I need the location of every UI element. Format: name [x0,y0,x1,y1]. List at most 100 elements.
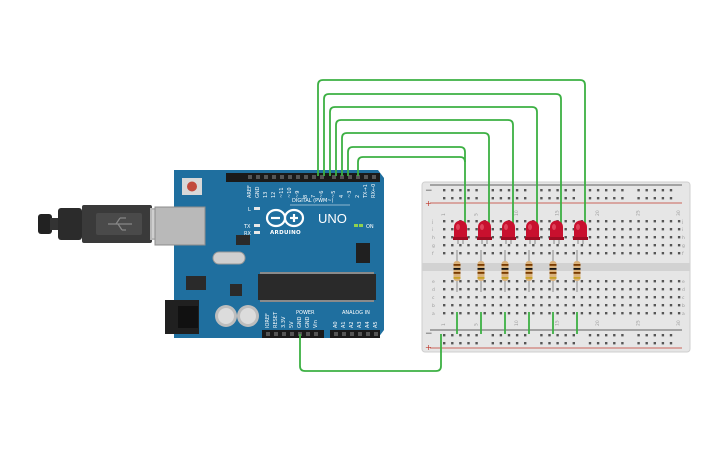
bb-hole[interactable] [459,288,462,291]
bb-hole[interactable] [564,312,567,315]
bb-hole[interactable] [515,220,519,223]
bb-hole[interactable] [515,304,519,307]
bb-hole[interactable] [596,280,600,283]
bb-hole[interactable] [580,280,584,283]
pin-hole[interactable] [372,175,376,179]
bb-hole[interactable] [515,280,519,283]
pin-hole[interactable] [248,175,252,179]
bb-hole[interactable] [540,280,543,283]
resistor[interactable] [501,250,509,292]
bb-hole[interactable] [459,312,462,315]
led[interactable] [573,220,588,245]
bb-hole[interactable] [467,334,470,337]
bb-hole[interactable] [621,197,624,200]
bb-hole[interactable] [661,189,665,192]
pin-hole[interactable] [348,175,352,179]
bb-hole[interactable] [669,220,673,223]
bb-hole[interactable] [645,252,648,255]
resistor[interactable] [573,250,581,292]
bb-hole[interactable] [653,228,656,231]
bb-hole[interactable] [596,304,600,307]
bb-hole[interactable] [564,252,567,255]
pin-hole[interactable] [282,332,286,336]
bb-hole[interactable] [572,189,575,192]
pin-hole[interactable] [366,332,370,336]
bb-hole[interactable] [677,252,681,255]
bb-hole[interactable] [475,312,478,315]
bb-hole[interactable] [588,334,592,337]
bb-hole[interactable] [515,252,519,255]
bb-hole[interactable] [443,252,446,255]
bb-hole[interactable] [459,334,462,337]
bb-hole[interactable] [524,228,527,231]
bb-hole[interactable] [491,244,494,247]
bb-hole[interactable] [532,280,535,283]
bb-hole[interactable] [653,342,656,345]
pin-hole[interactable] [266,332,270,336]
bb-hole[interactable] [653,252,656,255]
bb-hole[interactable] [588,312,592,315]
bb-hole[interactable] [677,296,681,299]
bb-hole[interactable] [475,244,478,247]
bb-hole[interactable] [491,280,494,283]
pin-hole[interactable] [340,175,344,179]
bb-hole[interactable] [467,342,470,345]
bb-hole[interactable] [515,244,519,247]
bb-hole[interactable] [588,252,592,255]
bb-hole[interactable] [677,304,681,307]
bb-hole[interactable] [613,244,616,247]
bb-hole[interactable] [572,296,575,299]
bb-hole[interactable] [483,280,486,283]
bb-hole[interactable] [548,220,551,223]
bb-hole[interactable] [613,252,616,255]
bb-hole[interactable] [613,228,616,231]
bb-hole[interactable] [605,220,608,223]
bb-hole[interactable] [661,244,665,247]
bb-hole[interactable] [637,236,640,239]
bb-hole[interactable] [637,304,640,307]
bb-hole[interactable] [475,236,478,239]
pin-hole[interactable] [356,175,360,179]
bb-hole[interactable] [645,220,648,223]
bb-hole[interactable] [588,342,592,345]
bb-hole[interactable] [451,197,454,200]
bb-hole[interactable] [556,252,559,255]
bb-hole[interactable] [629,296,632,299]
bb-hole[interactable] [661,220,665,223]
bb-hole[interactable] [572,228,575,231]
bb-hole[interactable] [483,312,486,315]
bb-hole[interactable] [475,342,478,345]
bb-hole[interactable] [524,280,527,283]
bb-hole[interactable] [564,280,567,283]
pin-hole[interactable] [288,175,292,179]
bb-hole[interactable] [443,312,446,315]
bb-hole[interactable] [645,189,648,192]
bb-hole[interactable] [580,296,584,299]
bb-hole[interactable] [515,236,519,239]
bb-hole[interactable] [613,304,616,307]
bb-hole[interactable] [556,304,559,307]
bb-hole[interactable] [572,288,575,291]
bb-hole[interactable] [653,244,656,247]
bb-hole[interactable] [507,296,511,299]
bb-hole[interactable] [572,252,575,255]
bb-hole[interactable] [491,252,494,255]
bb-hole[interactable] [556,280,559,283]
bb-hole[interactable] [499,244,503,247]
bb-hole[interactable] [475,189,478,192]
bb-hole[interactable] [629,280,632,283]
bb-hole[interactable] [524,244,527,247]
bb-hole[interactable] [621,288,624,291]
bb-hole[interactable] [499,189,503,192]
led[interactable] [453,220,468,245]
bb-hole[interactable] [540,288,543,291]
bb-hole[interactable] [443,189,446,192]
bb-hole[interactable] [548,197,551,200]
bb-hole[interactable] [637,342,640,345]
bb-hole[interactable] [613,280,616,283]
pin-hole[interactable] [296,175,300,179]
bb-hole[interactable] [491,296,494,299]
bb-hole[interactable] [629,220,632,223]
bb-hole[interactable] [532,304,535,307]
bb-hole[interactable] [467,280,470,283]
